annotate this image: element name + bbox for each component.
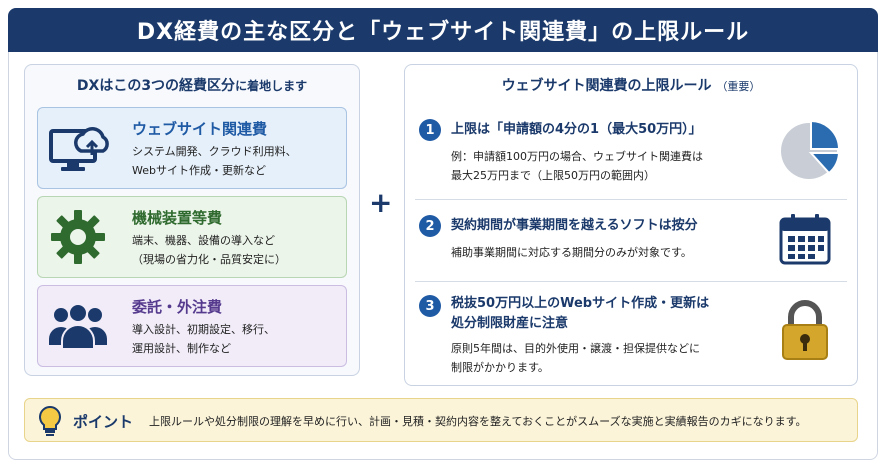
rule-title-line: 処分制限財産に注意 xyxy=(451,316,569,331)
category-desc-line: 導入設計、初期設定、移行、 xyxy=(132,323,275,336)
rule-number-badge: 1 xyxy=(419,119,441,141)
rule-desc-line: 最大25万円まで（上限50万円の範囲内） xyxy=(451,169,655,182)
categories-title-suffix: に着地します xyxy=(235,79,308,93)
category-title: ウェブサイト関連費 xyxy=(132,120,268,138)
key-point-label: ポイント xyxy=(73,413,134,431)
categories-title-main: DXはこの3つの経費区分 xyxy=(76,78,236,94)
category-website-costs: ウェブサイト関連費 システム開発、クラウド利用料、 Webサイト作成・更新など xyxy=(37,107,347,189)
category-description: 端末、機器、設備の導入など （現場の省力化・品質安定に） xyxy=(132,231,342,269)
calendar-icon xyxy=(777,211,841,275)
rule-divider xyxy=(415,281,847,282)
category-desc-line: Webサイト作成・更新など xyxy=(132,164,266,177)
key-point-bar: ポイント 上限ルールや処分制限の理解を早めに行い、計画・見積・契約内容を整えてお… xyxy=(24,398,858,442)
category-title: 委託・外注費 xyxy=(132,298,223,316)
rule-desc-line: 原則5年間は、目的外使用・譲渡・担保提供などに xyxy=(451,342,700,355)
padlock-icon xyxy=(777,297,841,361)
rule-divider xyxy=(415,199,847,200)
rule-desc-line: 例：申請額100万円の場合、ウェブサイト関連費は xyxy=(451,150,703,163)
categories-panel-title: DXはこの3つの経費区分に着地します xyxy=(25,75,359,95)
rules-title-suffix: （重要） xyxy=(716,80,761,93)
rule-title: 契約期間が事業期間を越えるソフトは按分 xyxy=(451,218,698,233)
rule-number-badge: 3 xyxy=(419,295,441,317)
rule-item-3: 3 税抜50万円以上のWebサイト作成・更新は 処分制限財産に注意 原則5年間は… xyxy=(405,283,857,383)
rule-number-badge: 2 xyxy=(419,215,441,237)
rules-panel-title: ウェブサイト関連費の上限ルール （重要） xyxy=(405,75,857,95)
key-point-text: 上限ルールや処分制限の理解を早めに行い、計画・見積・契約内容を整えておくことがス… xyxy=(149,415,807,428)
lightbulb-icon xyxy=(35,405,65,437)
rule-title: 税抜50万円以上のWebサイト作成・更新は 処分制限財産に注意 xyxy=(451,294,771,334)
category-desc-line: システム開発、クラウド利用料、 xyxy=(132,145,297,158)
category-description: 導入設計、初期設定、移行、 運用設計、制作など xyxy=(132,320,342,358)
rule-description: 原則5年間は、目的外使用・譲渡・担保提供などに 制限がかかります。 xyxy=(451,339,771,377)
cloud-monitor-icon xyxy=(46,116,110,180)
rule-description: 補助事業期間に対応する期間分のみが対象です。 xyxy=(451,243,771,262)
category-machinery-costs: 機械装置等費 端末、機器、設備の導入など （現場の省力化・品質安定に） xyxy=(37,196,347,278)
gear-icon xyxy=(46,205,110,269)
category-title: 機械装置等費 xyxy=(132,209,223,227)
pie-chart-icon xyxy=(777,119,841,183)
plus-connector: + xyxy=(369,186,393,219)
category-desc-line: （現場の省力化・品質安定に） xyxy=(132,253,286,266)
category-outsourcing-costs: 委託・外注費 導入設計、初期設定、移行、 運用設計、制作など xyxy=(37,285,347,367)
rule-item-2: 2 契約期間が事業期間を越えるソフトは按分 補助事業期間に対応する期間分のみが対… xyxy=(405,201,857,281)
rule-description: 例：申請額100万円の場合、ウェブサイト関連費は 最大25万円まで（上限50万円… xyxy=(451,147,771,185)
rule-desc-line: 制限がかかります。 xyxy=(451,361,549,374)
category-description: システム開発、クラウド利用料、 Webサイト作成・更新など xyxy=(132,142,342,180)
category-desc-line: 端末、機器、設備の導入など xyxy=(132,234,275,247)
rule-title: 上限は「申請額の4分の1（最大50万円）」 xyxy=(451,122,702,137)
rule-item-1: 1 上限は「申請額の4分の1（最大50万円）」 例：申請額100万円の場合、ウェ… xyxy=(405,107,857,199)
rule-title-line: 税抜50万円以上のWebサイト作成・更新は xyxy=(451,296,710,311)
rule-desc-line: 補助事業期間に対応する期間分のみが対象です。 xyxy=(451,246,692,259)
people-icon xyxy=(46,294,110,358)
rules-title-main: ウェブサイト関連費の上限ルール xyxy=(501,78,712,94)
page-title: DX経費の主な区分と「ウェブサイト関連費」の上限ルール xyxy=(8,8,878,52)
category-desc-line: 運用設計、制作など xyxy=(132,342,231,355)
website-cost-rules-panel: ウェブサイト関連費の上限ルール （重要） 1 上限は「申請額の4分の1（最大50… xyxy=(404,64,858,386)
expense-categories-panel: DXはこの3つの経費区分に着地します ウェブサイト関連費 システム開発、クラウド… xyxy=(24,64,360,376)
